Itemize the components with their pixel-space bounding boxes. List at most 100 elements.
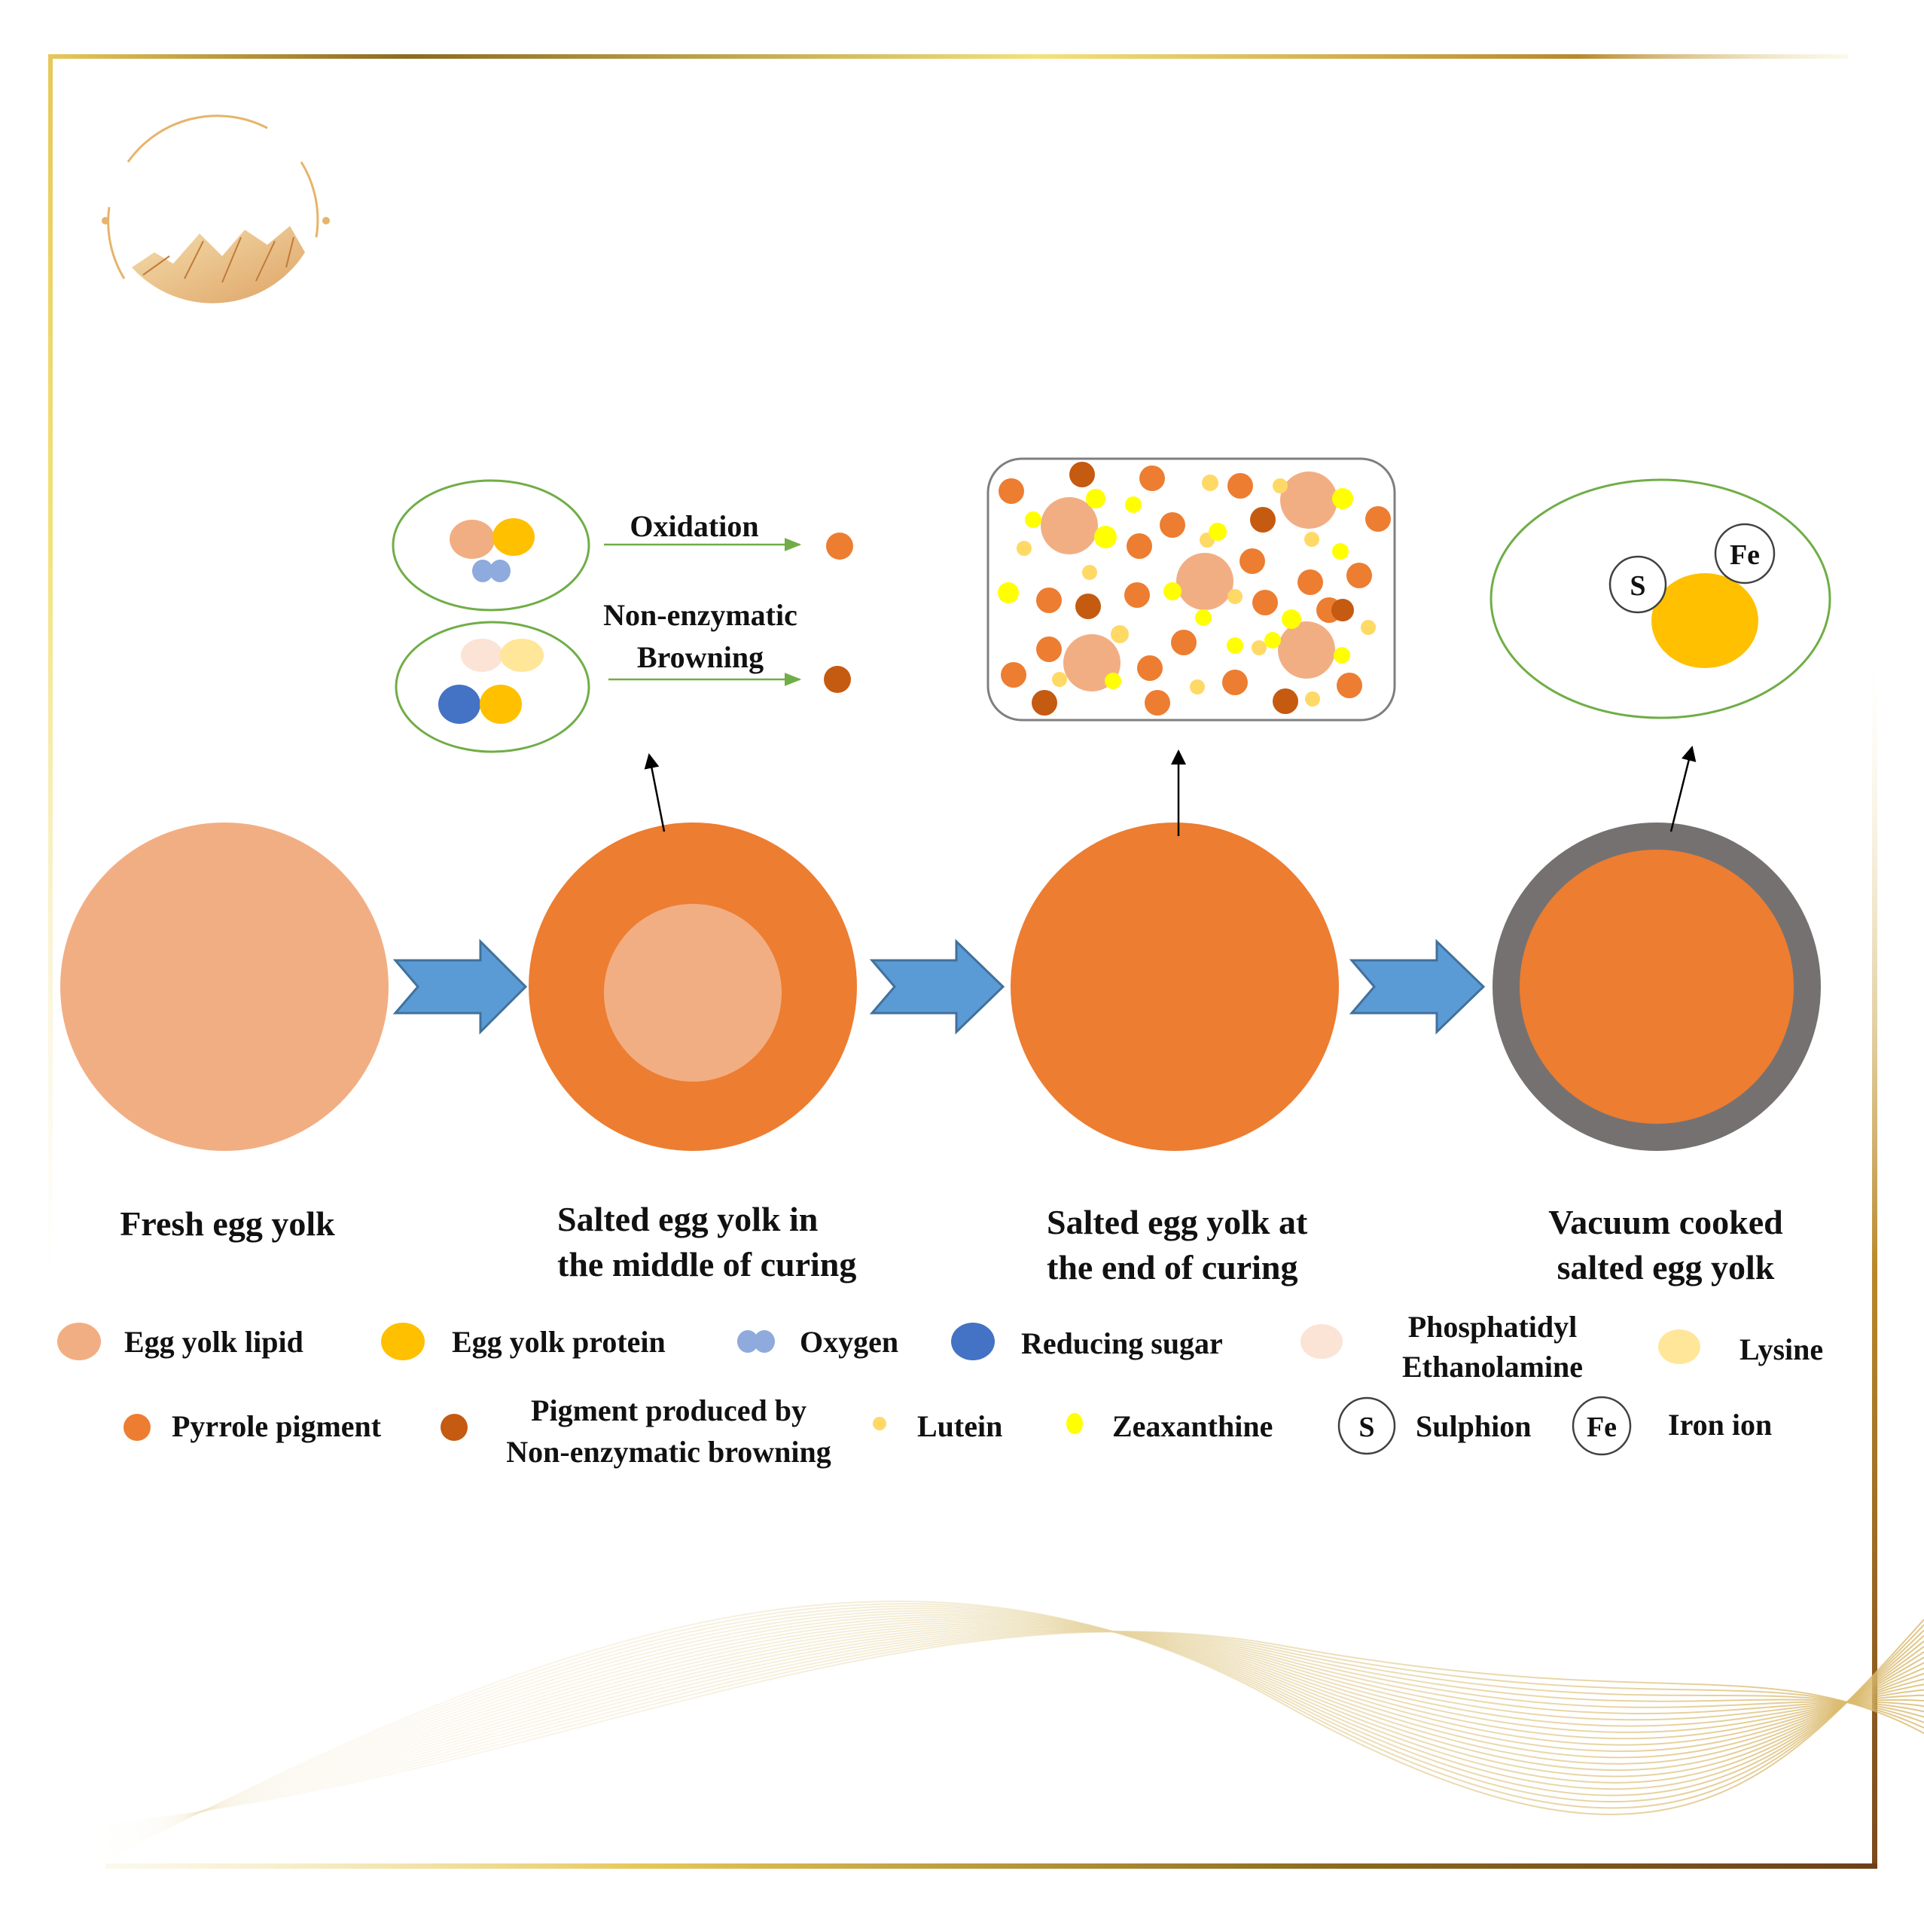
- pyrrole-pigment-particle: [1252, 590, 1278, 615]
- lutein-particle: [1082, 565, 1097, 580]
- decorative-wave-line: [90, 1603, 1924, 1867]
- stage-label-vacuum-line1: Vacuum cooked: [1548, 1203, 1783, 1241]
- stage-label-end-line2: the end of curing: [1047, 1248, 1298, 1286]
- zeaxanthine-particle: [1163, 582, 1182, 600]
- pyrrole-pigment-particle: [1239, 548, 1265, 574]
- oxidation-bubble: [392, 479, 590, 612]
- zeaxanthine-particle: [1227, 637, 1243, 654]
- browning-bubble: [395, 621, 590, 753]
- stage-label-middle-line1: Salted egg yolk in: [557, 1200, 818, 1238]
- zeaxanthine-particle: [1125, 496, 1142, 513]
- stage-label-end-line1: Salted egg yolk at: [1047, 1203, 1308, 1241]
- decorative-frame: [48, 54, 1877, 1869]
- browning-product-dot: [824, 666, 851, 693]
- decorative-wave-line: [90, 1607, 1924, 1863]
- browning-pigment-particle: [1069, 462, 1095, 487]
- oxygen-particle: [489, 560, 511, 582]
- browning-pigment-particle: [1032, 690, 1057, 716]
- pyrrole-pigment-particle: [1171, 630, 1197, 655]
- stage-label-fresh: Fresh egg yolk: [120, 1204, 335, 1243]
- legend-sulphion-symbol: S: [1358, 1412, 1374, 1443]
- pyrrole-pigment-particle: [1297, 569, 1323, 595]
- decorative-wave-line: [90, 1631, 1924, 1827]
- legend-phosphatidyl-swatch: [1300, 1324, 1343, 1359]
- lutein-particle: [1111, 625, 1129, 643]
- mountain-logo-icon: [102, 114, 330, 304]
- legend-phosphatidyl-line2: Ethanolamine: [1402, 1350, 1583, 1384]
- decorative-wave-line: [90, 1628, 1924, 1836]
- browning-pigment-particle: [1331, 599, 1354, 621]
- oxidation-label: Oxidation: [630, 509, 758, 543]
- process-arrow-3: [1349, 939, 1486, 1035]
- phosphatidyl-particle: [461, 639, 503, 672]
- zeaxanthine-particle: [1334, 647, 1350, 664]
- legend-sulphion-label: Sulphion: [1416, 1409, 1531, 1443]
- zeaxanthine-particle: [1264, 632, 1281, 649]
- legend-lipid-label: Egg yolk lipid: [124, 1325, 303, 1359]
- stage-label-vacuum-line2: salted egg yolk: [1557, 1248, 1775, 1286]
- legend-iron-ion-label: Iron ion: [1668, 1408, 1772, 1442]
- decorative-wave-line: [90, 1624, 1924, 1845]
- browning-pigment-particle: [1250, 507, 1276, 533]
- browning-label-line2: Browning: [637, 640, 764, 674]
- decorative-wave-line: [90, 1619, 1924, 1851]
- zeaxanthine-particle: [1105, 673, 1121, 689]
- pyrrole-pigment-particle: [1127, 533, 1152, 559]
- lutein-particle: [1227, 589, 1243, 604]
- pigment-particles: [998, 462, 1391, 716]
- pyrrole-pigment-particle: [1036, 636, 1062, 662]
- egg-yolk-lipid-particle: [1280, 472, 1337, 529]
- lutein-particle: [1190, 679, 1205, 694]
- pyrrole-pigment-particle: [1346, 563, 1372, 588]
- pyrrole-pigment-particle: [1001, 662, 1026, 688]
- legend-zeaxanthine-label: Zeaxanthine: [1112, 1409, 1273, 1443]
- zeaxanthine-particle: [1282, 609, 1301, 629]
- decorative-wave-line: [90, 1616, 1924, 1855]
- decorative-wave-line: [90, 1614, 1924, 1857]
- legend-lipid-swatch: [57, 1323, 101, 1360]
- lutein-particle: [1017, 541, 1032, 556]
- reducing-sugar-particle: [438, 685, 480, 724]
- lutein-particle: [1361, 620, 1376, 635]
- zeaxanthine-particle: [1332, 488, 1353, 509]
- legend: Egg yolk lipid Egg yolk protein Oxygen R…: [57, 1310, 1823, 1469]
- pyrrole-pigment-particle: [1036, 588, 1062, 613]
- legend-oxygen-label: Oxygen: [800, 1325, 898, 1359]
- lutein-particle: [1202, 475, 1218, 491]
- decorative-wave-line: [90, 1612, 1924, 1859]
- pyrrole-pigment-particle: [1124, 582, 1150, 608]
- protein-particle: [492, 518, 535, 556]
- browning-pigment-particle: [1273, 688, 1298, 714]
- process-arrow-1: [392, 939, 528, 1035]
- fresh-yolk-circle: [60, 823, 389, 1151]
- zeaxanthine-particle: [1094, 526, 1117, 548]
- decorative-wave-line: [90, 1622, 1924, 1847]
- zeaxanthine-particle: [1195, 609, 1212, 626]
- sulphion-symbol: S: [1630, 570, 1645, 602]
- legend-oxygen-swatch: [754, 1330, 775, 1353]
- protein-particle: [480, 685, 522, 724]
- pyrrole-pigment-particle: [1227, 473, 1253, 499]
- decorative-wave-line: [90, 1631, 1924, 1828]
- sulphion-icon: [1608, 555, 1667, 614]
- browning-pigment-particle: [1075, 594, 1101, 619]
- pigment-particle-box: [986, 457, 1396, 722]
- pyrrole-product-dot: [826, 533, 853, 560]
- egg-yolk-lipid-particle: [1278, 621, 1335, 679]
- zeaxanthine-particle: [1025, 511, 1041, 528]
- legend-protein-swatch: [381, 1323, 425, 1360]
- lutein-particle: [1273, 478, 1288, 493]
- legend-iron-ion-icon: [1572, 1396, 1632, 1456]
- vacuum-cooked-yolk: [1493, 823, 1821, 1151]
- legend-reducing-sugar-label: Reducing sugar: [1021, 1326, 1223, 1360]
- ion-bubble: S Fe: [1489, 478, 1831, 719]
- pyrrole-pigment-particle: [1222, 670, 1248, 695]
- decorative-wave-line: [90, 1618, 1924, 1853]
- iron-ion-symbol: Fe: [1730, 539, 1760, 571]
- legend-oxygen-swatch: [737, 1330, 758, 1353]
- browning-label-line1: Non-enzymatic: [603, 598, 797, 632]
- pyrrole-pigment-particle: [999, 478, 1024, 504]
- zeaxanthine-particle: [1209, 523, 1227, 541]
- decorative-wave-line: [90, 1628, 1924, 1839]
